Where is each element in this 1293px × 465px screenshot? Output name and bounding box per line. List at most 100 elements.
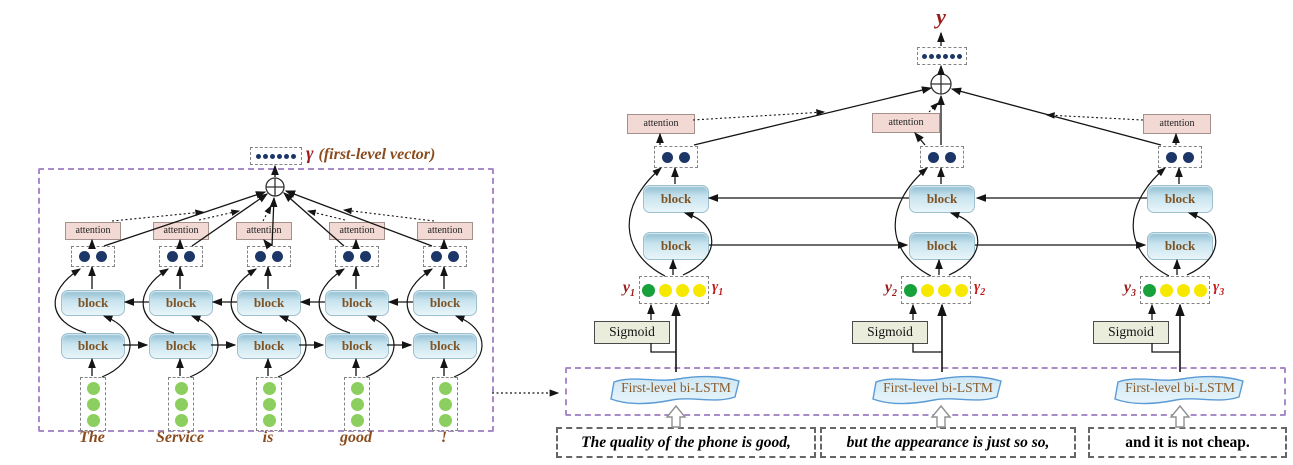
backward-block: block: [61, 290, 125, 316]
dot: [263, 153, 268, 159]
dot: [167, 251, 178, 262]
dot: [1183, 151, 1194, 163]
dot: [184, 251, 195, 262]
dot: [284, 153, 289, 159]
forward-block: block: [909, 232, 975, 260]
first-level-group-box: [38, 168, 494, 432]
output-vector-box: [917, 47, 967, 65]
dot: [928, 151, 939, 163]
gamma3-label: γ3: [1213, 279, 1225, 298]
y3-label: y3: [1123, 279, 1136, 300]
backward-block: block: [325, 290, 389, 316]
dot: [96, 251, 107, 262]
sigmoid-box: Sigmoid: [852, 321, 928, 344]
dot: [448, 251, 459, 262]
dot: [676, 283, 689, 297]
gamma-symbol: γ: [306, 143, 314, 163]
dot: [343, 251, 354, 262]
gamma1-label: γ1: [712, 279, 724, 298]
attention-box: attention: [236, 222, 292, 240]
dot: [262, 397, 276, 411]
attention-box: attention: [627, 114, 695, 134]
bilstm-shape: [1114, 375, 1244, 405]
forward-block: block: [325, 333, 389, 359]
dot: [255, 251, 266, 262]
y2-label: y2: [884, 279, 897, 300]
hidden-pair-box: [1158, 146, 1202, 168]
bilstm-group-box: [565, 367, 1286, 416]
backward-block: block: [237, 290, 301, 316]
backward-block: block: [413, 290, 477, 316]
dot: [438, 397, 452, 411]
dot: [262, 381, 276, 395]
clause-box: but the appearance is just so so,: [820, 427, 1076, 458]
dot: [86, 381, 100, 395]
forward-block: block: [149, 333, 213, 359]
sigmoid-box: Sigmoid: [594, 321, 670, 344]
dot: [438, 413, 452, 427]
dot: [955, 283, 968, 297]
dot: [86, 413, 100, 427]
word-label: is: [262, 429, 274, 446]
first-level-vector-box: [250, 147, 302, 165]
gamma2-label: γ2: [974, 279, 986, 298]
dot: [957, 53, 962, 59]
dot: [1177, 283, 1190, 297]
attention-box: attention: [153, 222, 209, 240]
dot: [938, 283, 951, 297]
clause-box: The quality of the phone is good,: [556, 427, 816, 458]
bilstm-box: First-level bi-LSTM: [1112, 373, 1248, 405]
dot: [642, 283, 655, 297]
dot: [350, 413, 364, 427]
first-level-vector-label: γ(first-level vector): [306, 143, 435, 164]
sum-node-icon: [930, 73, 952, 95]
dot: [662, 151, 673, 163]
word-embedding-box: [432, 377, 458, 431]
dot: [256, 153, 261, 159]
gate-vector-box: [901, 276, 971, 304]
forward-block: block: [413, 333, 477, 359]
dot: [945, 151, 956, 163]
word-label: Service: [156, 429, 204, 446]
hidden-pair-box: [335, 246, 379, 267]
forward-block: block: [61, 333, 125, 359]
forward-block: block: [643, 232, 709, 260]
dot: [270, 153, 275, 159]
dot: [277, 153, 282, 159]
dot: [431, 251, 442, 262]
attention-box: attention: [1143, 114, 1211, 134]
dot: [950, 53, 955, 59]
dot: [904, 283, 917, 297]
forward-block: block: [1147, 232, 1213, 260]
clause-box: and it is not cheap.: [1088, 427, 1287, 458]
dot: [679, 151, 690, 163]
dot: [291, 153, 296, 159]
hidden-pair-box: [423, 246, 467, 267]
dot: [350, 381, 364, 395]
word-embedding-box: [80, 377, 106, 431]
sigmoid-box: Sigmoid: [1093, 321, 1169, 344]
word-embedding-box: [168, 377, 194, 431]
gate-vector-box: [1140, 276, 1210, 304]
dot: [659, 283, 672, 297]
bilstm-shape: [872, 375, 1002, 405]
hidden-pair-box: [920, 146, 964, 168]
dot: [350, 397, 364, 411]
backward-block: block: [149, 290, 213, 316]
attention-box: attention: [65, 222, 121, 240]
dot: [1160, 283, 1173, 297]
backward-block: block: [643, 185, 709, 213]
gate-vector-box: [639, 276, 709, 304]
bilstm-shape: [610, 375, 740, 405]
dot: [943, 53, 948, 59]
vector-caption: (first-level vector): [318, 146, 436, 163]
word-embedding-box: [344, 377, 370, 431]
backward-block: block: [909, 185, 975, 213]
backward-block: block: [1147, 185, 1213, 213]
y1-label: y1: [622, 279, 635, 300]
dot: [174, 381, 188, 395]
dot: [174, 397, 188, 411]
dot: [921, 283, 934, 297]
dot: [360, 251, 371, 262]
